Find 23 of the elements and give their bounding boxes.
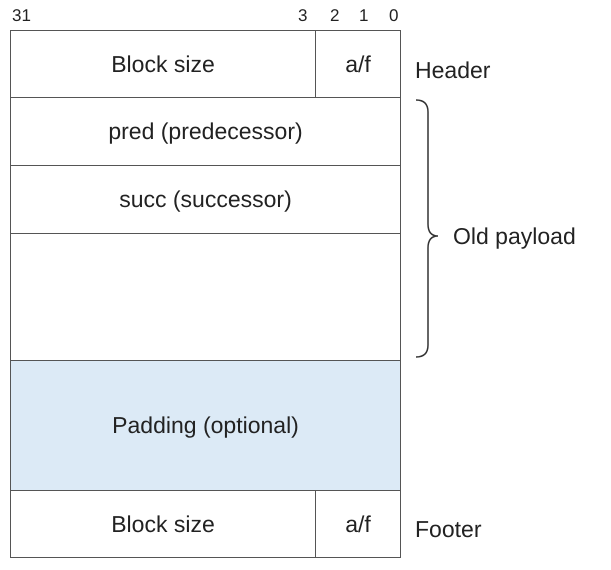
bit-index: 1	[359, 7, 368, 24]
field-label: Block size	[111, 50, 215, 78]
bit-index: 2	[330, 7, 340, 24]
field-box	[10, 165, 401, 234]
field-label: succ (successor)	[119, 186, 292, 213]
bit-index: 0	[389, 7, 398, 24]
padding-region	[10, 360, 401, 491]
empty-box	[10, 233, 401, 361]
region-label: Old payload	[453, 225, 576, 248]
field-box	[10, 97, 401, 166]
field-label: Block size	[111, 510, 215, 538]
region-label: Footer	[415, 518, 482, 541]
field-label: a/f	[345, 50, 371, 78]
field-box	[315, 30, 401, 98]
field-box	[10, 30, 316, 98]
field-box	[315, 490, 401, 558]
region-label: Header	[415, 59, 490, 82]
field-label: Padding (optional)	[112, 412, 299, 439]
field-box	[10, 490, 316, 558]
bit-index: 31	[12, 7, 31, 24]
bit-index: 3	[298, 7, 308, 24]
field-label: a/f	[345, 510, 371, 538]
field-label: pred (predecessor)	[108, 118, 303, 145]
